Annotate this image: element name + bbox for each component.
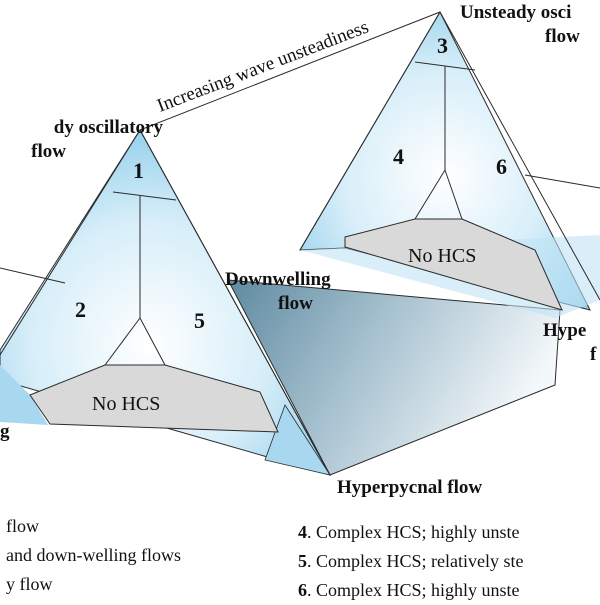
legend-right-item: 5. Complex HCS; relatively ste	[298, 551, 524, 571]
zone-2: 2	[75, 297, 86, 322]
legend-left: flow and down-welling flows y flow	[6, 512, 181, 599]
legend-left-item: and down-welling flows	[6, 545, 181, 565]
left-bottom-fragment: g	[0, 421, 10, 442]
right-no-hcs-label: No HCS	[408, 245, 476, 267]
zone-6: 6	[496, 154, 507, 179]
downwelling-label-line1: Downwelling	[225, 269, 331, 290]
base-plane	[227, 279, 561, 476]
legend-right-item: 6. Complex HCS; highly unste	[298, 580, 520, 600]
left-top-label-line1: dy oscillatory	[54, 117, 164, 138]
left-triangle	[0, 129, 332, 476]
axis-label: Increasing wave unsteadiness	[154, 17, 371, 117]
zone-1: 1	[133, 158, 144, 183]
zone-3: 3	[437, 33, 448, 58]
right-hyper-label-line1: Hype	[543, 320, 586, 341]
left-top-label-line2: flow	[31, 141, 66, 162]
legend-right: 4. Complex HCS; highly unste 5. Complex …	[298, 518, 600, 605]
zone-5: 5	[194, 308, 205, 333]
unsteadiness-axis-line	[139, 11, 441, 131]
hyperpycnal-bottom-label: Hyperpycnal flow	[337, 477, 482, 498]
right-top-label-line1: Unsteady osci	[460, 2, 571, 23]
right-top-label-line2: flow	[545, 26, 580, 47]
downwelling-label-line2: flow	[278, 293, 313, 314]
right-hyper-label-line2: f	[590, 344, 597, 365]
zone-4: 4	[393, 144, 404, 169]
legend-left-item: flow	[6, 516, 39, 536]
right-triangle	[299, 10, 600, 318]
left-no-hcs-label: No HCS	[92, 393, 160, 415]
legend-right-item: 4. Complex HCS; highly unste	[298, 522, 520, 542]
legend-left-item: y flow	[6, 574, 53, 594]
